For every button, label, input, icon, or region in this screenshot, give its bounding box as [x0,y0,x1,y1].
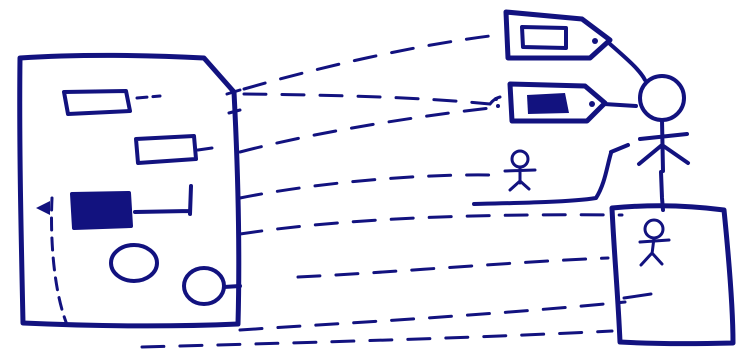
circle-outline [184,268,224,304]
left-arrowhead-icon [36,201,50,215]
tag-hole-icon [589,101,595,107]
document-page [20,55,239,325]
person-box [612,206,733,344]
stick-figure-small [474,151,611,204]
tag-fill [527,93,569,114]
price-tag-filled [510,84,605,121]
rectangle-outline [136,136,196,163]
circle-outline [111,245,157,281]
stick-figure-badge [640,220,669,265]
rectangle-outline [64,91,130,114]
rectangle-filled [72,193,131,228]
price-tag-outline [506,12,610,58]
tag-hole-icon [592,38,598,44]
shape-connector-stubs [137,90,240,150]
document-shapes [64,91,240,304]
stick-figure-large [604,44,688,210]
